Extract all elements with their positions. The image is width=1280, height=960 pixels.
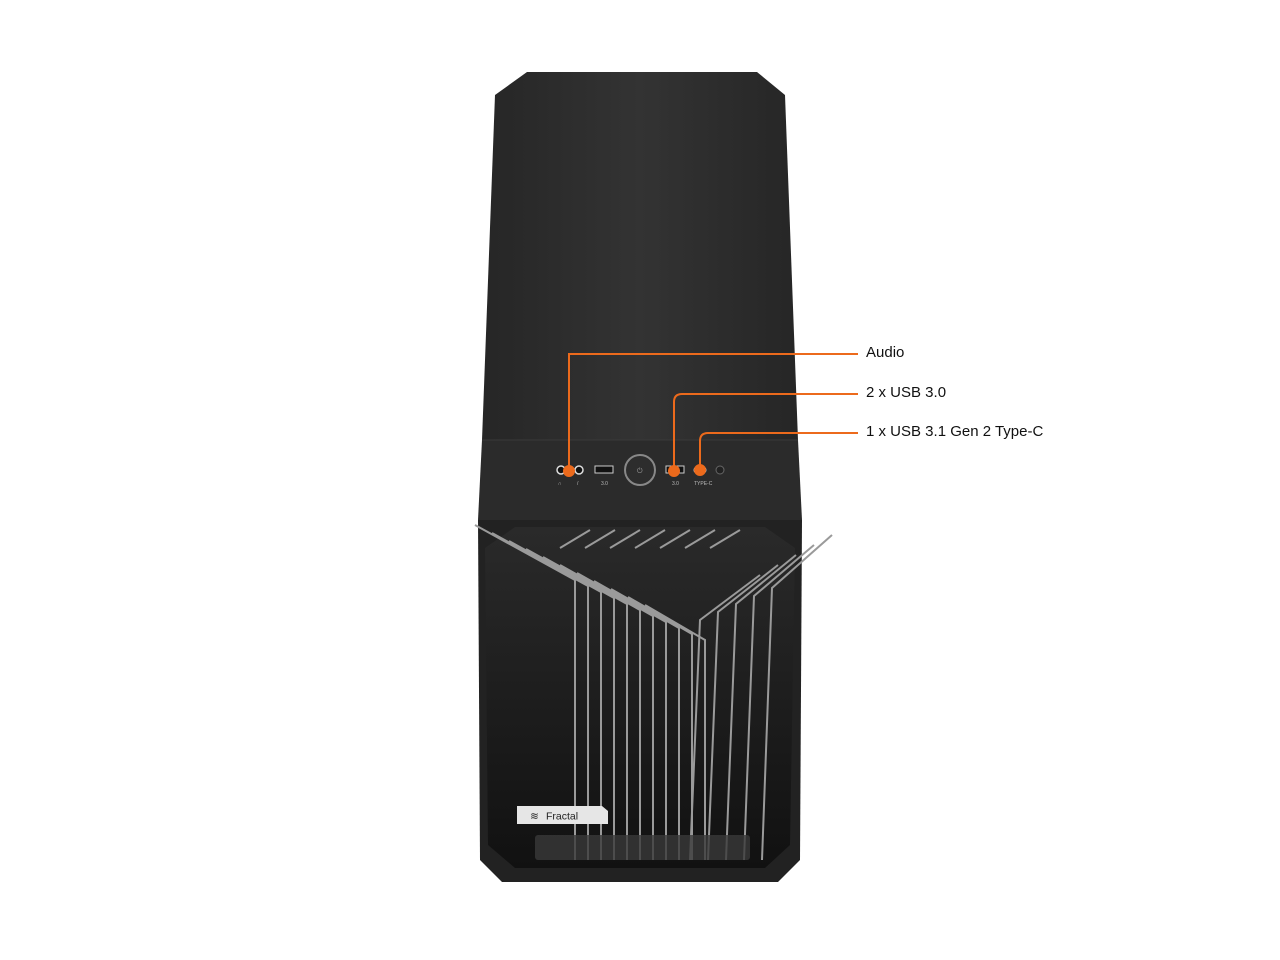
slat (707, 564, 779, 861)
slat (761, 534, 833, 861)
slat (542, 556, 628, 860)
slat (609, 529, 641, 549)
callout-usb-3-0: 2 x USB 3.0 (866, 384, 947, 401)
slat (584, 529, 616, 549)
slat (474, 524, 576, 860)
usb-a-port-left (594, 465, 614, 474)
slat (559, 564, 641, 860)
usb3-callout-dot (668, 465, 680, 477)
callout-audio: Audio (866, 344, 905, 361)
typec-callout-line (699, 432, 858, 470)
usb-c-label: TYPE-C (694, 481, 713, 487)
slat (689, 574, 761, 861)
svg-text:Fractal: Fractal (546, 811, 578, 823)
callout-usb-type-c: 1 x USB 3.1 Gen 2 Type-C (866, 423, 1044, 440)
usb-a-right-label: 3.0 (672, 481, 679, 487)
audio-callout-line (568, 353, 858, 471)
svg-text:/: / (577, 481, 579, 487)
case-top-panel (482, 72, 798, 440)
usb-a-label: 3.0 (601, 481, 608, 487)
front-slats (474, 524, 833, 861)
svg-text:≋: ≋ (530, 811, 539, 823)
audio-callout-dot (563, 465, 575, 477)
slat (659, 529, 691, 549)
fractal-logo-badge: ≋ Fractal (517, 806, 608, 824)
power-button (624, 454, 656, 486)
slat (634, 529, 666, 549)
slat (508, 540, 602, 860)
slat (610, 588, 680, 860)
slat (593, 580, 667, 860)
usb3-callout-line (673, 393, 858, 471)
slat (576, 572, 654, 860)
slat (725, 554, 797, 861)
slat (525, 548, 615, 860)
reset-button (715, 465, 725, 475)
slat (627, 596, 693, 860)
slat (709, 529, 741, 549)
typec-callout-dot (694, 464, 706, 476)
slat (644, 604, 706, 860)
svg-text:∩: ∩ (558, 481, 562, 487)
slat (491, 532, 589, 860)
svg-text:⏻: ⏻ (637, 467, 643, 475)
slat (684, 529, 716, 549)
slat (743, 544, 815, 861)
slat (559, 529, 591, 549)
mic-jack (574, 465, 584, 475)
